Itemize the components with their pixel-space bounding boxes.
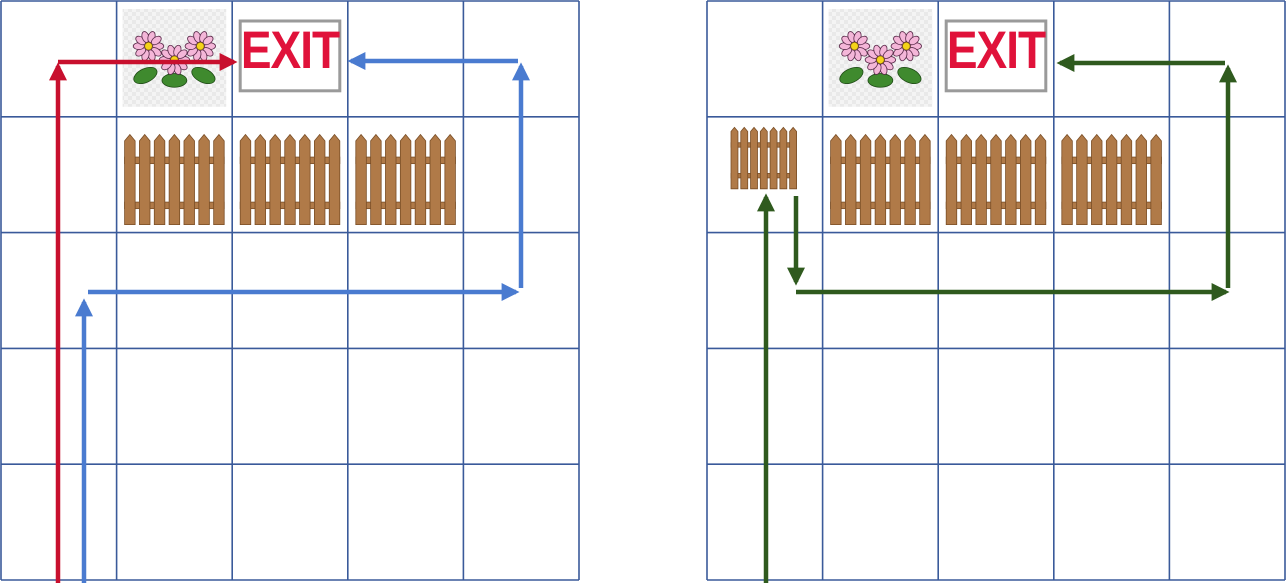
fence-picket xyxy=(960,133,972,225)
paths xyxy=(49,52,1237,583)
fence-picket xyxy=(444,133,456,225)
fence-picket xyxy=(1020,133,1032,225)
flowers-icon xyxy=(122,9,227,107)
fence-small-icon xyxy=(730,126,797,190)
fence-picket xyxy=(779,126,788,190)
leaf xyxy=(191,66,216,85)
fence-picket xyxy=(1105,133,1118,225)
fence-picket xyxy=(904,133,916,225)
fence-picket xyxy=(769,126,778,190)
fence-picket xyxy=(239,133,252,225)
flower-icon xyxy=(184,31,216,62)
flowers-icon xyxy=(828,9,933,107)
fence-picket xyxy=(314,133,326,225)
fence-icon xyxy=(239,133,341,225)
fence-icon xyxy=(124,133,225,225)
fence-picket xyxy=(269,133,281,225)
leaf xyxy=(867,73,894,88)
flower-icon xyxy=(838,31,871,62)
right-maze: EXIT xyxy=(706,0,1286,581)
fence-picket xyxy=(1120,133,1133,225)
fence-picket xyxy=(328,133,341,225)
fence-picket xyxy=(385,133,397,225)
fence-picket xyxy=(830,133,842,225)
flower-icon xyxy=(132,31,165,62)
leaf xyxy=(161,73,188,88)
fence-picket xyxy=(153,133,166,225)
leaf xyxy=(897,66,922,85)
fence-picket xyxy=(198,133,210,225)
fence-picket xyxy=(889,133,901,225)
exit-label: EXIT xyxy=(947,20,1046,80)
fence-picket xyxy=(859,133,872,225)
fence-picket xyxy=(1076,133,1088,225)
fence-picket xyxy=(750,126,758,190)
fence-picket xyxy=(1135,133,1147,225)
flower-center xyxy=(902,42,911,51)
fence-picket xyxy=(355,133,367,225)
fence-picket xyxy=(1091,133,1103,225)
fence-picket xyxy=(975,133,987,225)
exit-label: EXIT xyxy=(241,20,340,80)
fence-picket xyxy=(429,133,441,225)
exit-sign-frame xyxy=(238,19,342,93)
exit-sign: EXIT xyxy=(238,19,342,93)
fence-picket xyxy=(845,133,857,225)
flower-petal xyxy=(176,49,188,59)
flower-center xyxy=(196,42,205,51)
flower-icon xyxy=(864,44,897,75)
flower-icon xyxy=(890,31,922,62)
fence-picket xyxy=(299,133,311,225)
fence-picket xyxy=(1005,133,1017,225)
exit-sign: EXIT xyxy=(944,19,1048,93)
fence-picket xyxy=(168,133,181,225)
flower-petal xyxy=(150,35,162,46)
leaf xyxy=(839,66,864,85)
fence-picket xyxy=(284,133,296,225)
fence-picket xyxy=(254,133,266,225)
fence-picket xyxy=(730,126,739,190)
flower-petal xyxy=(908,35,920,46)
flower-center xyxy=(876,55,885,64)
flower-center xyxy=(144,42,153,51)
fence-picket xyxy=(213,133,225,225)
flower-petal xyxy=(856,35,868,46)
fence-picket xyxy=(1061,133,1073,225)
fence-picket xyxy=(124,133,136,225)
flower-center xyxy=(850,42,859,51)
fence-picket xyxy=(1034,133,1047,225)
fence-picket xyxy=(740,126,749,190)
fence-picket xyxy=(919,133,931,225)
fence-picket xyxy=(874,133,887,225)
fence-icon xyxy=(1061,133,1162,225)
fence-icon xyxy=(355,133,456,225)
flower-petal xyxy=(882,49,894,59)
fence-picket xyxy=(399,133,412,225)
fence-picket xyxy=(990,133,1002,225)
leaf xyxy=(133,66,158,85)
fence-picket xyxy=(1150,133,1162,225)
fence-picket xyxy=(183,133,195,225)
exit-sign-frame xyxy=(944,19,1048,93)
fence-picket xyxy=(789,126,797,190)
flower-petal xyxy=(202,35,214,46)
fence-icon xyxy=(830,133,931,225)
fence-picket xyxy=(414,133,427,225)
left-maze: EXIT xyxy=(0,0,580,581)
fence-picket xyxy=(370,133,382,225)
fence-picket xyxy=(139,133,151,225)
fence-icon xyxy=(945,133,1047,225)
fence-picket xyxy=(945,133,958,225)
fence-picket xyxy=(759,126,768,190)
